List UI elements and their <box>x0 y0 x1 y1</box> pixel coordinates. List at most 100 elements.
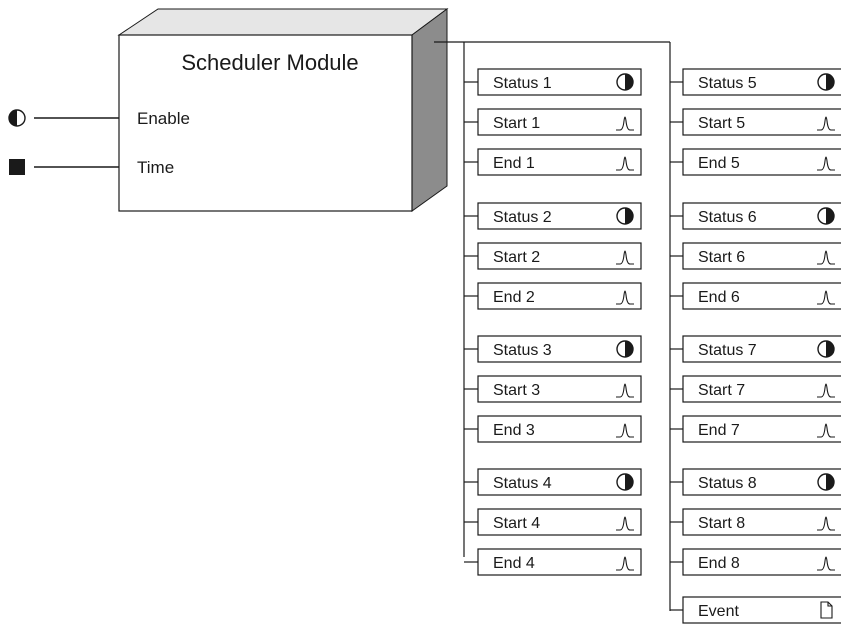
register-box <box>682 335 841 363</box>
register-box <box>477 148 642 176</box>
register-label: End 1 <box>493 155 535 172</box>
register-label: Status 6 <box>698 209 757 226</box>
module-top-face <box>117 8 449 36</box>
register-label: Start 2 <box>493 249 540 266</box>
output-register-start-4: Start 4 <box>464 508 642 536</box>
half-circle-icon <box>616 73 634 91</box>
register-label: Event <box>698 603 739 620</box>
register-label: Start 8 <box>698 515 745 532</box>
pulse-icon <box>616 383 634 398</box>
output-register-start-8: Start 8 <box>670 508 841 536</box>
pulse-icon <box>817 290 835 305</box>
register-label: End 3 <box>493 422 535 439</box>
output-register-start-5: Start 5 <box>670 108 841 136</box>
register-box <box>682 508 841 536</box>
output-register-status-7: Status 7 <box>670 335 841 363</box>
register-label: Status 3 <box>493 342 552 359</box>
register-label: Start 6 <box>698 249 745 266</box>
module-inputs: Enable Time <box>8 109 190 177</box>
output-register-status-8: Status 8 <box>670 468 841 496</box>
half-circle-icon <box>817 73 835 91</box>
register-label: Status 1 <box>493 75 552 92</box>
register-label: Start 1 <box>493 115 540 132</box>
output-column-1: Status 1 Start 1 End 1 Status 2 Start 2 End 2… <box>464 68 642 576</box>
output-register-start-2: Start 2 <box>464 242 642 270</box>
half-circle-icon <box>817 473 835 491</box>
register-box <box>477 68 642 96</box>
register-box <box>682 148 841 176</box>
module-title: Scheduler Module <box>181 50 358 75</box>
output-register-event: Event <box>670 596 841 624</box>
register-label: End 4 <box>493 555 535 572</box>
input-time: Time <box>9 158 174 177</box>
register-box <box>682 242 841 270</box>
output-column-2: Status 5 Start 5 End 5 Status 6 Start 6 End 6… <box>670 68 841 624</box>
half-circle-icon <box>817 207 835 225</box>
register-box <box>477 202 642 230</box>
output-register-end-3: End 3 <box>464 415 642 443</box>
register-label: Start 3 <box>493 382 540 399</box>
output-register-end-7: End 7 <box>670 415 841 443</box>
half-circle-icon <box>8 109 26 127</box>
register-label: End 6 <box>698 289 740 306</box>
register-label: Status 7 <box>698 342 757 359</box>
time-input-label: Time <box>137 158 174 177</box>
register-label: Status 5 <box>698 75 757 92</box>
input-enable: Enable <box>8 109 190 128</box>
output-register-end-6: End 6 <box>670 282 841 310</box>
module-block: Scheduler Module <box>117 8 449 212</box>
pulse-icon <box>817 516 835 531</box>
register-box <box>682 375 841 403</box>
output-register-end-1: End 1 <box>464 148 642 176</box>
document-icon <box>820 601 833 619</box>
register-box <box>477 548 642 576</box>
register-box <box>682 202 841 230</box>
register-box <box>682 282 841 310</box>
pulse-icon <box>817 423 835 438</box>
register-label: Status 8 <box>698 475 757 492</box>
filled-square-icon <box>9 159 25 175</box>
register-box <box>477 415 642 443</box>
register-box <box>477 468 642 496</box>
register-box <box>682 415 841 443</box>
register-label: End 2 <box>493 289 535 306</box>
output-register-end-4: End 4 <box>464 548 642 576</box>
output-bus <box>434 41 671 611</box>
pulse-icon <box>616 250 634 265</box>
half-circle-icon <box>817 340 835 358</box>
pulse-icon <box>616 116 634 131</box>
register-label: Start 5 <box>698 115 745 132</box>
output-register-status-2: Status 2 <box>464 202 642 230</box>
pulse-icon <box>616 423 634 438</box>
half-circle-icon <box>616 473 634 491</box>
register-label: Status 2 <box>493 209 552 226</box>
output-register-status-5: Status 5 <box>670 68 841 96</box>
output-register-status-4: Status 4 <box>464 468 642 496</box>
half-circle-icon <box>616 207 634 225</box>
pulse-icon <box>616 556 634 571</box>
output-register-start-6: Start 6 <box>670 242 841 270</box>
pulse-icon <box>817 156 835 171</box>
output-register-status-6: Status 6 <box>670 202 841 230</box>
output-register-status-3: Status 3 <box>464 335 642 363</box>
half-circle-icon <box>616 340 634 358</box>
output-register-start-1: Start 1 <box>464 108 642 136</box>
register-box <box>682 68 841 96</box>
register-box <box>477 282 642 310</box>
pulse-icon <box>817 116 835 131</box>
pulse-icon <box>817 556 835 571</box>
register-box <box>682 108 841 136</box>
pulse-icon <box>817 250 835 265</box>
register-label: Start 7 <box>698 382 745 399</box>
register-box <box>477 242 642 270</box>
register-box <box>682 468 841 496</box>
output-register-start-7: Start 7 <box>670 375 841 403</box>
register-label: Status 4 <box>493 475 552 492</box>
enable-input-label: Enable <box>137 109 190 128</box>
output-register-end-8: End 8 <box>670 548 841 576</box>
register-label: End 8 <box>698 555 740 572</box>
output-register-end-5: End 5 <box>670 148 841 176</box>
pulse-icon <box>616 290 634 305</box>
